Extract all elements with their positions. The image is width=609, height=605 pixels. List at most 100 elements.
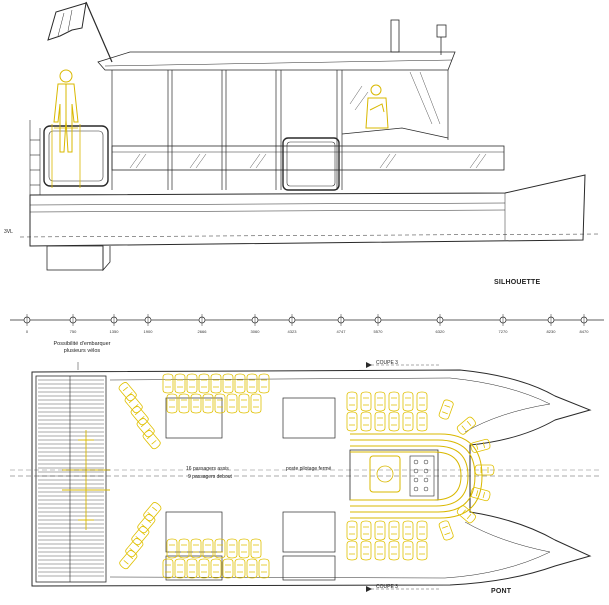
seat-icon [246,373,258,394]
silhouette-title: SILHOUETTE [494,279,541,286]
dimension-tick-label: 4747 [336,329,346,334]
seat-icon [346,411,358,432]
passengers-standing-label: 9 passagers debout [188,474,232,480]
dimension-tick [337,314,345,326]
seat-icon [346,520,358,541]
seat-icon [470,487,491,502]
curved-bench [350,433,483,519]
dimension-tick-label: 0 [25,329,29,334]
stair [29,120,41,195]
boarding-note: Possibilité d'embarquer plusieurs vélos [53,341,111,354]
seat-icon [388,391,400,412]
seat-icon [402,391,414,412]
dimension-tick [580,314,588,326]
seat-icon [346,391,358,412]
dimension-tick-label: 3060 [250,329,260,334]
dimension-tick [499,314,507,326]
seat-icon [246,558,258,579]
seat-icon [234,373,246,394]
dimension-tick-label: 2666 [197,329,207,334]
seat-icon [222,558,234,579]
pont-title: PONT [491,588,512,595]
seat-icon [258,373,270,394]
seat-icon [402,520,414,541]
boarding-gate [43,125,340,191]
dimension-tick [23,314,31,326]
seat-icon [130,406,149,426]
seat-icon [238,393,250,414]
deck-hatches [165,397,336,581]
pilot-figure [365,84,389,129]
seat-icon [186,373,198,394]
deck-plan-view [10,362,600,592]
seat-icon [186,558,198,579]
seat-icon [214,538,226,559]
dimension-tick-label: 7270 [498,329,508,334]
boarding-platform [35,375,107,583]
seat-icon [416,411,428,432]
seat-icon [174,373,186,394]
dimension-tick-label: 4323 [287,329,297,334]
dimension-tick-label: 1900 [143,329,153,334]
section-bottom-label: COUPE 3 [376,584,398,590]
seat-icon [402,411,414,432]
seat-icon [118,382,137,402]
seat-icon [346,540,358,561]
section-marker-bottom [366,586,440,592]
seat-icon [178,538,190,559]
seat-icon [250,538,262,559]
seat-icon [456,416,476,435]
seat-icon [174,558,186,579]
seat-icon [136,418,155,438]
seat-icon [360,520,372,541]
seat-icon [226,538,238,559]
seat-icon [360,540,372,561]
dimension-tick [374,314,382,326]
seat-icon [374,391,386,412]
passengers-seated-label: 16 passagers assis [186,466,229,472]
seat-icon [166,538,178,559]
seat-icon [226,393,238,414]
exhaust-stack [390,19,400,53]
dimension-tick [547,314,555,326]
flag-icon [47,1,113,63]
deck-outline [31,369,592,587]
seat-icon [178,393,190,414]
seat-icon [360,411,372,432]
dimension-tick-label: 1350 [109,329,119,334]
seat-icon [234,558,246,579]
platform-grating [38,376,104,582]
hull [29,174,586,247]
seat-icon [131,526,150,546]
seat-icon [202,393,214,414]
section-marker-top [366,362,440,368]
seat-icon [210,373,222,394]
seat-icon [438,520,454,541]
roof [97,51,456,71]
seat-icon [416,391,428,412]
seat-icon [166,393,178,414]
dimension-tick-label: 5570 [373,329,383,334]
seat-icon [125,538,144,558]
seat-icon [238,538,250,559]
dimension-tick [288,314,296,326]
dimension-tick [251,314,259,326]
silhouette-view [19,1,601,272]
cabin-windows [111,70,449,190]
seat-icon [222,373,234,394]
dimension-ticks [23,314,588,326]
seat-icon [374,540,386,561]
seat-icon [250,393,262,414]
dimension-tick-label: 8230 [546,329,556,334]
seat-icon [198,373,210,394]
seat-icon [162,373,174,394]
seat-icon [143,502,162,522]
passenger-seats [118,373,495,579]
seat-icon [214,393,226,414]
seat-icon [438,399,454,420]
dimension-tick [69,314,77,326]
seat-icon [258,558,270,579]
seat-icon [416,540,428,561]
